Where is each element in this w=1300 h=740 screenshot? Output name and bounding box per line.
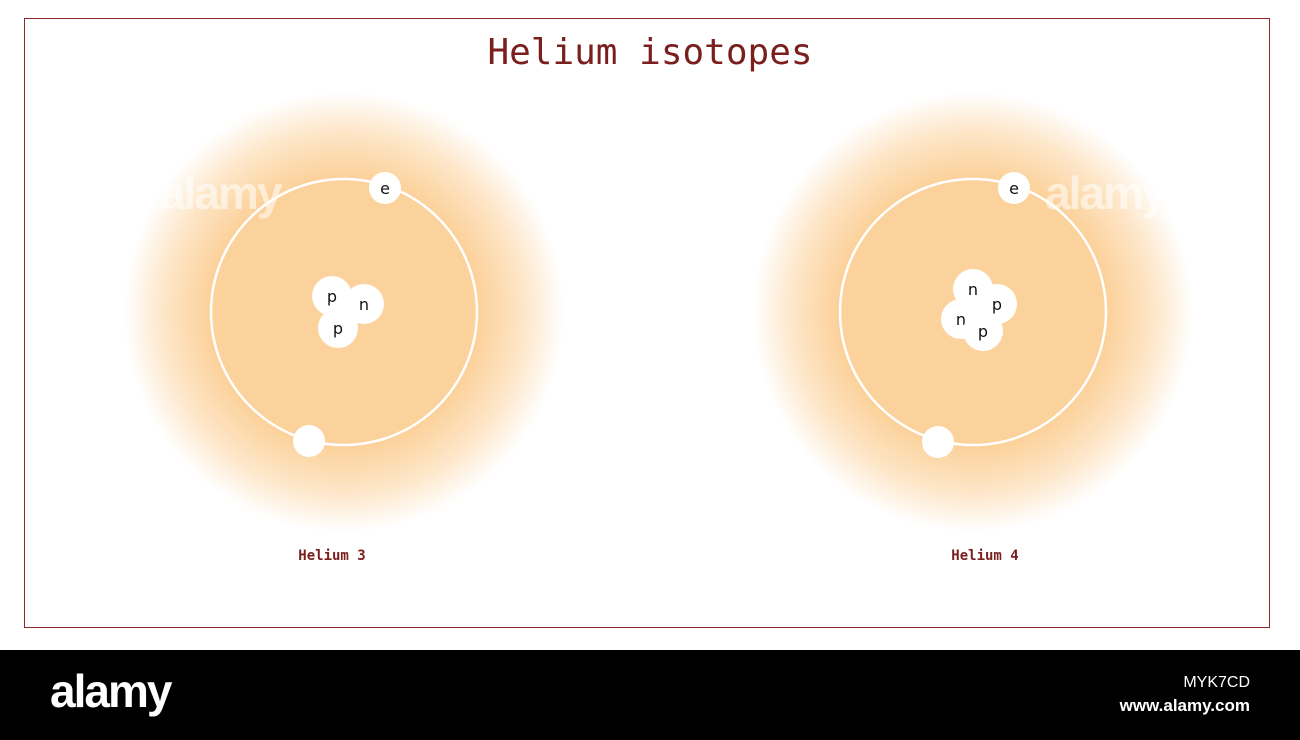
atom-label-helium-3: Helium 3 <box>298 548 366 564</box>
electron-empty <box>293 425 325 457</box>
nucleus: n p p <box>312 276 384 348</box>
orbit-ring <box>838 177 1108 447</box>
nucleon-label: p <box>978 322 988 341</box>
atom-helium-4: e n p n p <box>753 92 1193 532</box>
nucleon-label: n <box>968 280 978 299</box>
electron-empty <box>922 426 954 458</box>
electron: e <box>998 172 1030 204</box>
electron: e <box>369 172 401 204</box>
nucleon-label: p <box>327 287 337 306</box>
watermark-logo: alamy <box>1045 167 1167 219</box>
atom-label-helium-4: Helium 4 <box>951 548 1019 564</box>
isotope-diagram: e n p p e n p n p <box>124 92 1193 532</box>
nucleon-particle <box>344 284 384 324</box>
footer-bar <box>0 650 1300 740</box>
nucleon-label: n <box>956 310 966 329</box>
watermark-logo: alamy <box>160 167 282 219</box>
nucleus: n p n p <box>941 269 1017 351</box>
nucleon-label: p <box>992 295 1002 314</box>
footer-url: www.alamy.com <box>1119 696 1250 715</box>
electron-label: e <box>1009 179 1019 198</box>
image-id: MYK7CD <box>1183 674 1250 691</box>
page-title: Helium isotopes <box>487 32 813 73</box>
nucleon-label: n <box>359 295 369 314</box>
nucleon-label: p <box>333 319 343 338</box>
electron-label: e <box>380 179 390 198</box>
nucleon-particle <box>963 311 1003 351</box>
nucleon-particle <box>318 308 358 348</box>
footer-logo: alamy <box>50 665 172 717</box>
nucleon-particle <box>312 276 352 316</box>
atom-helium-3: e n p p <box>124 92 564 532</box>
orbit-ring <box>209 177 479 447</box>
